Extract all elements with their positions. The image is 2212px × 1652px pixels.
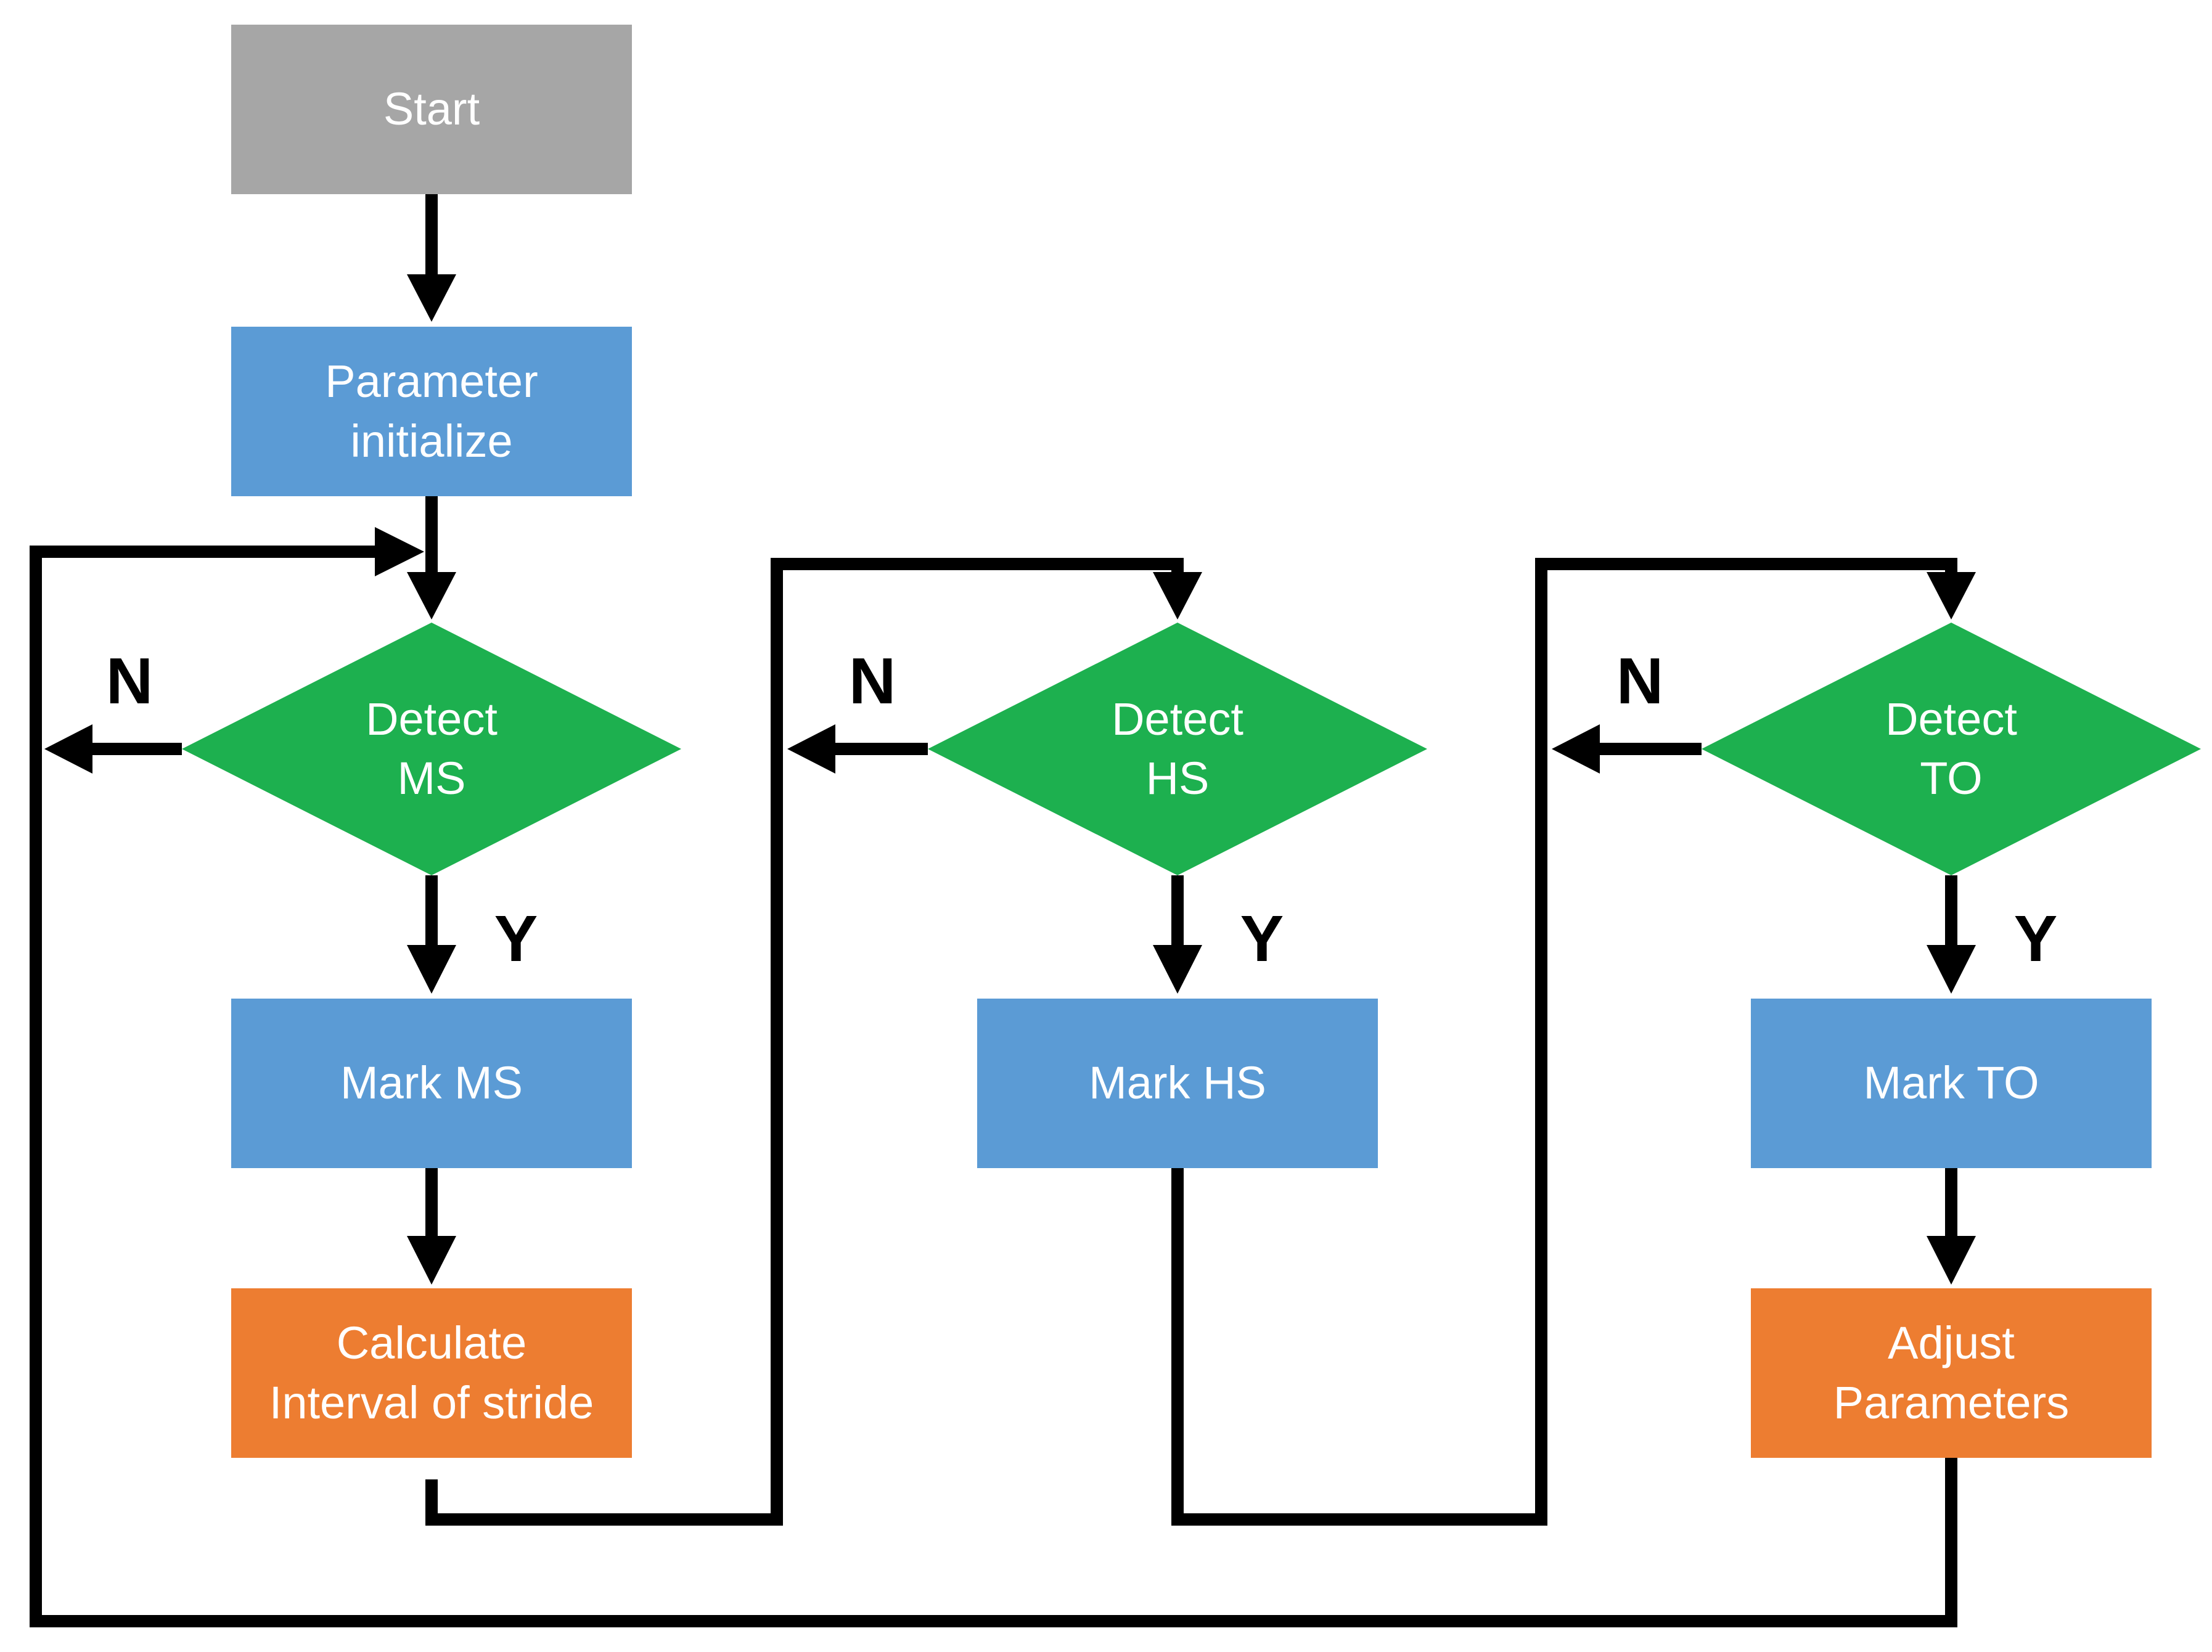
detect-ms-diamond [182, 623, 681, 875]
detect-to-no-branch-label: N [1616, 644, 1664, 718]
detect-ms-yes-branch-label: Y [494, 902, 538, 975]
calculate-interval-node: Calculate Interval of stride [231, 1288, 632, 1458]
edge-adjust-loop-to-detect-ms [30, 546, 1957, 1627]
detect-to-diamond [1702, 623, 2201, 875]
arrowhead-into-adjust [1927, 1236, 1976, 1285]
arrowhead-merge-into-detect-ms [375, 527, 424, 576]
detect-hs-diamond [928, 623, 1427, 875]
arrowhead-into-param [407, 274, 456, 322]
mark-ms-node: Mark MS [231, 999, 632, 1168]
parameter-initialize-node: Parameter initialize [231, 327, 632, 496]
parameter-initialize-label-line1: Parameter [325, 356, 538, 407]
adjust-parameters-label-line2: Parameters [1833, 1376, 2070, 1428]
arrowhead-into-detect-hs [1153, 572, 1202, 620]
mark-hs-label: Mark HS [1089, 1057, 1266, 1109]
parameter-initialize-label-line2: initialize [350, 415, 513, 467]
detect-to-yes-branch-label: Y [2013, 902, 2058, 975]
mark-to-label: Mark TO [1863, 1057, 2039, 1109]
arrowhead-detect-to-no [1552, 724, 1600, 774]
arrowhead-detect-ms-yes [407, 945, 456, 994]
mark-hs-node: Mark HS [977, 999, 1378, 1168]
arrowhead-detect-to-yes [1927, 945, 1976, 994]
mark-ms-label: Mark MS [340, 1057, 523, 1109]
arrowhead-into-detect-to [1927, 572, 1976, 620]
arrowhead-into-detect-ms [407, 572, 456, 620]
detect-hs-no-branch-label: N [848, 644, 896, 718]
detect-hs-yes-branch-label: Y [1240, 902, 1284, 975]
edge-calculate-to-detect-hs [425, 558, 1184, 1526]
start-node: Start [231, 25, 632, 194]
calculate-interval-label-line2: Interval of stride [269, 1376, 594, 1428]
mark-to-node: Mark TO [1751, 999, 2152, 1168]
adjust-parameters-node: Adjust Parameters [1751, 1288, 2152, 1458]
start-node-label: Start [383, 83, 480, 135]
edge-mark-hs-to-detect-to [1171, 558, 1957, 1526]
arrowhead-detect-hs-no [787, 724, 835, 774]
adjust-parameters-label-line1: Adjust [1888, 1317, 2015, 1369]
calculate-interval-label-line1: Calculate [336, 1317, 527, 1369]
detect-ms-no-branch-label: N [105, 644, 154, 718]
arrowhead-detect-hs-yes [1153, 945, 1202, 994]
arrowhead-detect-ms-no [44, 724, 92, 774]
arrowhead-into-calculate [407, 1236, 456, 1285]
